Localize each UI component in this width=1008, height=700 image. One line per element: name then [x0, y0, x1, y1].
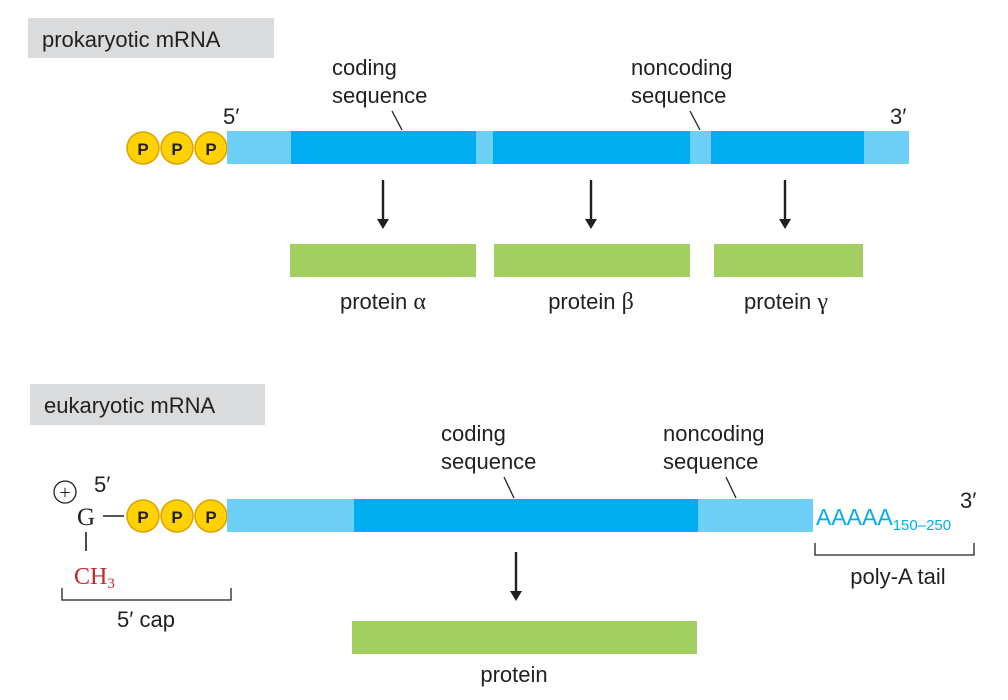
- eukaryotic-panel: eukaryotic mRNA coding sequence noncodin…: [30, 384, 976, 687]
- protein-gamma-label: protein γ: [744, 289, 828, 315]
- prok-five-prime: 5′: [223, 104, 239, 129]
- prok-noncoding-leader-line: [689, 110, 701, 131]
- prok-coding-label-line1: coding: [332, 55, 397, 80]
- poly-a-label: poly-A tail: [850, 564, 945, 589]
- prok-phosphate-group: P P P: [126, 131, 228, 165]
- prok-three-prime: 3′: [890, 104, 906, 129]
- prok-coding-label-line2: sequence: [332, 83, 427, 108]
- prok-phosphate-2: [160, 131, 194, 165]
- euk-phosphate-3-label: P: [205, 508, 216, 527]
- methyl-label: CH3: [74, 564, 115, 592]
- prok-phosphate-3-label: P: [205, 140, 216, 159]
- euk-five-prime: 5′: [94, 472, 110, 497]
- euk-phosphate-2-label: P: [171, 508, 182, 527]
- positive-charge-sign: +: [59, 482, 70, 504]
- prok-phosphate-1-label: P: [137, 140, 148, 159]
- prokaryotic-title: prokaryotic mRNA: [42, 27, 221, 52]
- protein-beta-label: protein β: [548, 289, 634, 315]
- euk-phosphate-1-label: P: [137, 508, 148, 527]
- five-prime-cap: + 5′ G CH3 5′ cap: [53, 472, 232, 632]
- euk-coding-leader-line: [503, 476, 515, 499]
- poly-a-bracket: [814, 543, 975, 556]
- protein-beta-bar: [494, 244, 690, 277]
- euk-phosphate-group: P P P: [126, 499, 228, 533]
- cap-label: 5′ cap: [117, 607, 175, 632]
- prok-coding-region-2: [493, 131, 690, 164]
- euk-noncoding-label-line2: sequence: [663, 449, 758, 474]
- euk-three-prime: 3′: [960, 488, 976, 513]
- protein-alpha-label: protein α: [340, 289, 426, 315]
- euk-coding-label-line1: coding: [441, 421, 506, 446]
- euk-phosphate-2: [160, 499, 194, 533]
- euk-mrna-strand: [227, 499, 813, 532]
- euk-protein-bar: [352, 621, 697, 654]
- prokaryotic-panel: prokaryotic mRNA coding sequence noncodi…: [28, 18, 909, 315]
- prok-noncoding-label-line1: noncoding: [631, 55, 733, 80]
- euk-noncoding-leader-line: [725, 476, 737, 499]
- guanine-label: G: [77, 504, 95, 531]
- euk-phosphate-1: [126, 499, 160, 533]
- prok-coding-region-1: [291, 131, 476, 164]
- prok-phosphate-1: [126, 131, 160, 165]
- poly-a-tail: AAAAA150–250 3′ poly-A tail: [814, 488, 976, 589]
- prok-mrna-strand: [227, 131, 909, 164]
- euk-protein-label: protein: [480, 662, 547, 687]
- prok-coding-leader-line: [391, 110, 403, 131]
- poly-a-sequence: AAAAA150–250: [816, 504, 951, 534]
- prok-coding-region-3: [711, 131, 864, 164]
- euk-coding-label-line2: sequence: [441, 449, 536, 474]
- positive-charge-circle: [53, 480, 77, 504]
- eukaryotic-title-box: [30, 384, 265, 425]
- eukaryotic-title: eukaryotic mRNA: [44, 393, 215, 418]
- protein-gamma-bar: [714, 244, 863, 277]
- euk-noncoding-label-line1: noncoding: [663, 421, 765, 446]
- prokaryotic-title-box: [28, 18, 274, 58]
- euk-coding-region: [354, 499, 698, 532]
- prok-noncoding-label-line2: sequence: [631, 83, 726, 108]
- prok-phosphate-2-label: P: [171, 140, 182, 159]
- protein-alpha-bar: [290, 244, 476, 277]
- cap-bracket: [61, 588, 232, 601]
